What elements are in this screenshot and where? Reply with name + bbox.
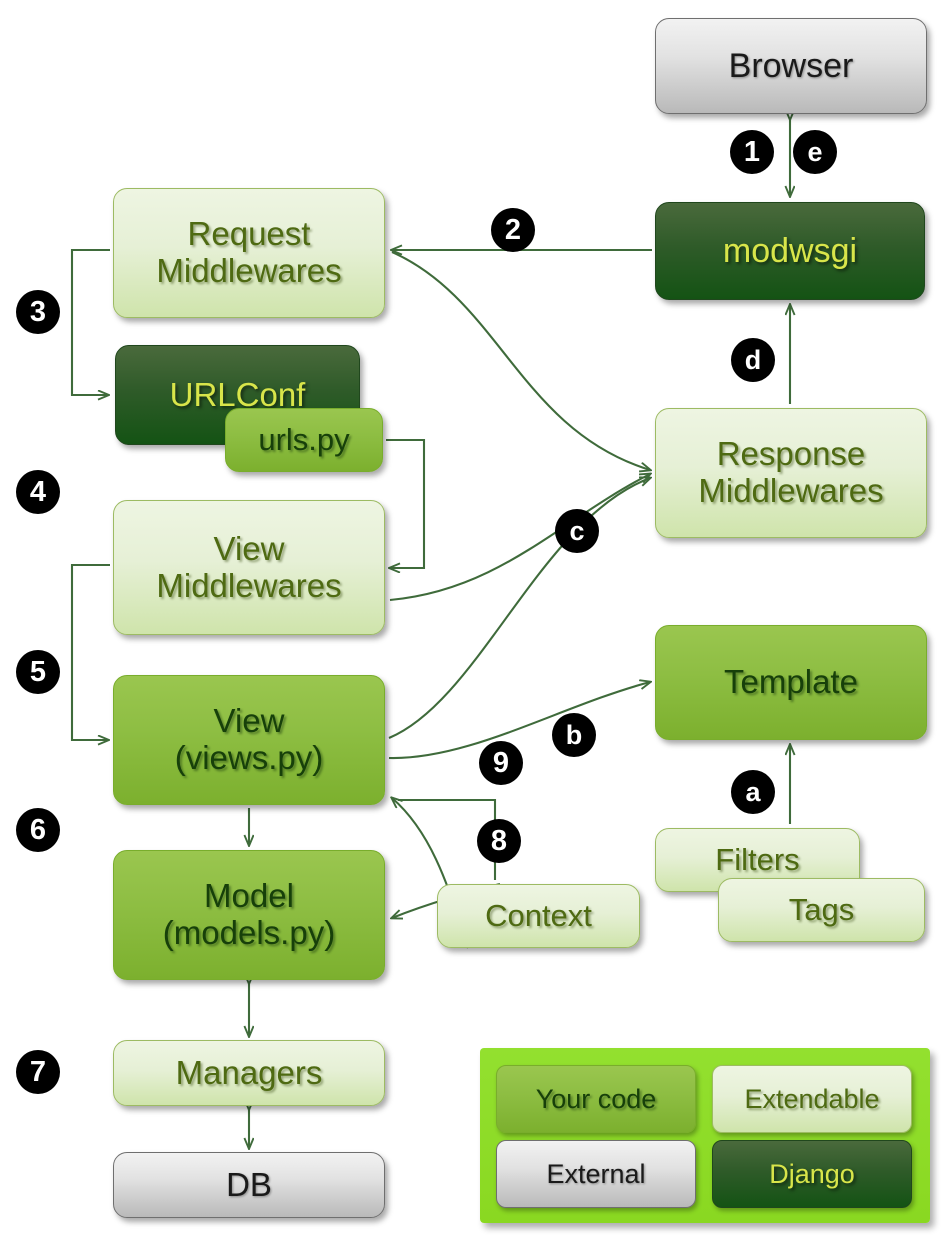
legend-your-code[interactable]: Your code <box>496 1065 696 1133</box>
badge-step-1: 1 <box>730 130 774 174</box>
node-label-tags: Tags <box>788 891 855 927</box>
badge-step-2: 2 <box>491 208 535 252</box>
badge-step-c: c <box>555 509 599 553</box>
node-label-browser: Browser <box>728 46 854 85</box>
node-urls-py[interactable]: urls.py <box>225 408 383 472</box>
node-template[interactable]: Template <box>655 625 927 740</box>
node-model[interactable]: Model (models.py) <box>113 850 385 980</box>
node-view-middlewares[interactable]: View Middlewares <box>113 500 385 635</box>
badge-step-b: b <box>552 713 596 757</box>
node-label-template: Template <box>724 663 858 701</box>
badge-step-d: d <box>731 338 775 382</box>
legend-extendable-label: Extendable <box>744 1083 880 1114</box>
legend-extendable[interactable]: Extendable <box>712 1065 912 1133</box>
node-label-request-middlewares: Request Middlewares <box>156 215 342 289</box>
node-label-modwsgi: modwsgi <box>722 231 858 270</box>
badge-step-3: 3 <box>16 290 60 334</box>
badge-step-9: 9 <box>479 741 523 785</box>
badge-step-6: 6 <box>16 808 60 852</box>
edge-request-response <box>391 251 650 470</box>
node-label-model: Model (models.py) <box>162 877 336 951</box>
node-label-managers: Managers <box>175 1053 323 1091</box>
badge-step-7: 7 <box>16 1050 60 1094</box>
node-label-response-middlewares: Response Middlewares <box>698 435 884 509</box>
legend-django-label: Django <box>769 1158 855 1189</box>
edge-viewmw-view <box>70 563 110 740</box>
node-request-middlewares[interactable]: Request Middlewares <box>113 188 385 318</box>
node-view[interactable]: View (views.py) <box>113 675 385 805</box>
node-managers[interactable]: Managers <box>113 1040 385 1106</box>
legend-external-label: External <box>546 1158 646 1189</box>
node-label-db: DB <box>226 1165 272 1203</box>
edge-view-response <box>388 478 650 739</box>
node-modwsgi[interactable]: modwsgi <box>655 202 925 300</box>
edge-request-urlconf <box>70 248 110 395</box>
edge-urls-viewmw <box>386 438 426 568</box>
badge-step-a: a <box>731 770 775 814</box>
legend-django[interactable]: Django <box>712 1140 912 1208</box>
edge-view-template <box>388 682 650 760</box>
badge-step-e: e <box>793 130 837 174</box>
node-context[interactable]: Context <box>437 884 640 948</box>
node-label-view-middlewares: View Middlewares <box>156 529 342 604</box>
legend-your-code-label: Your code <box>535 1083 657 1114</box>
node-label-filters: Filters <box>715 841 800 877</box>
badge-step-5: 5 <box>16 650 60 694</box>
node-label-urls-py: urls.py <box>258 421 350 457</box>
node-browser[interactable]: Browser <box>655 18 927 114</box>
node-db[interactable]: DB <box>113 1152 385 1218</box>
node-tags[interactable]: Tags <box>718 878 925 942</box>
node-label-view: View (views.py) <box>174 702 324 776</box>
node-label-context: Context <box>485 897 592 933</box>
legend-external[interactable]: External <box>496 1140 696 1208</box>
node-response-middlewares[interactable]: Response Middlewares <box>655 408 927 538</box>
edge-viewmw-response <box>389 474 650 602</box>
node-label-urlconf: URLConf <box>169 375 306 413</box>
badge-step-4: 4 <box>16 470 60 514</box>
badge-step-8: 8 <box>477 819 521 863</box>
